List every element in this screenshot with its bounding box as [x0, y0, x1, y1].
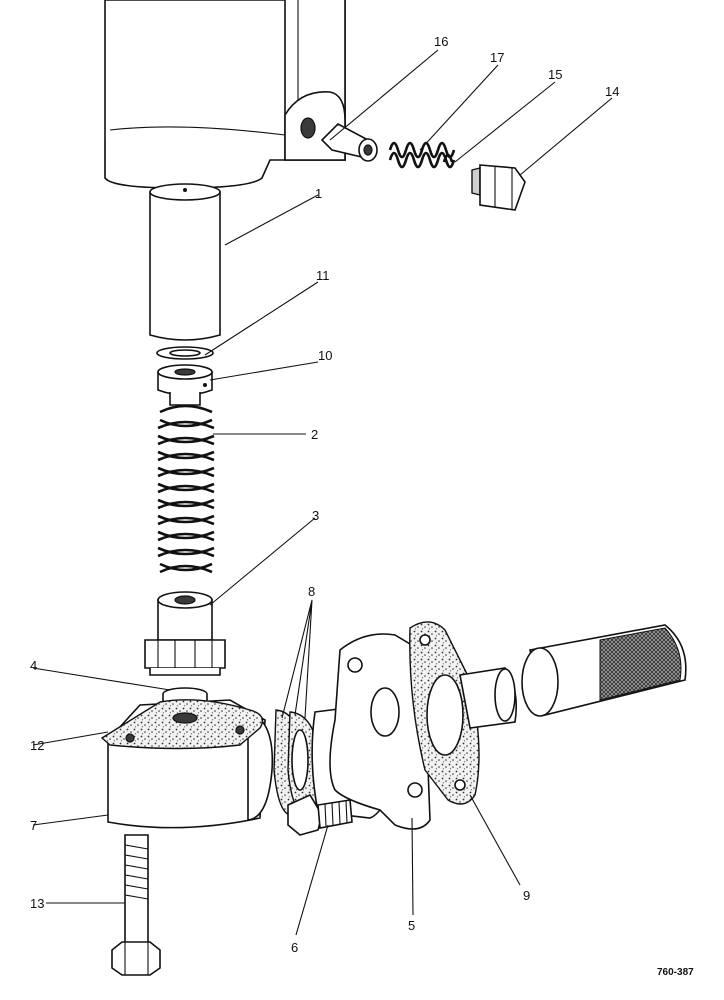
part-13-long-bolt [111, 834, 161, 976]
callout-16: 16 [434, 34, 448, 49]
part-1-cylinder [149, 183, 221, 341]
figure-number: 760-387 [657, 967, 694, 978]
callout-5: 5 [408, 918, 415, 933]
part-16-plunger [320, 123, 378, 162]
callout-1: 1 [315, 186, 322, 201]
part-2-spring [157, 404, 215, 574]
pump-housing [104, 0, 346, 189]
strainer-tube [459, 624, 687, 729]
callout-17: 17 [490, 50, 504, 65]
callout-14: 14 [605, 84, 619, 99]
part-15-spring-end [442, 153, 454, 163]
callout-labels: 1 2 3 4 5 6 7 8 9 10 11 12 13 14 15 16 1… [30, 34, 619, 955]
callout-13: 13 [30, 896, 44, 911]
callout-11: 11 [316, 268, 330, 283]
leader-lines [32, 49, 613, 936]
callout-4: 4 [30, 658, 37, 673]
part-14-plug [471, 164, 526, 211]
part-10-retainer [157, 364, 213, 406]
part-11-washer [156, 346, 214, 360]
part-17-spring [388, 141, 456, 169]
callout-3: 3 [312, 508, 319, 523]
part-3-valve-body [144, 591, 226, 676]
callout-8: 8 [308, 584, 315, 599]
callout-2: 2 [311, 427, 318, 442]
callout-15: 15 [548, 67, 562, 82]
part-12-gasket [100, 699, 264, 750]
callout-10: 10 [318, 348, 332, 363]
callout-7: 7 [30, 818, 37, 833]
part-6-bolt [287, 793, 353, 836]
callout-9: 9 [523, 888, 530, 903]
callout-6: 6 [291, 940, 298, 955]
callout-12: 12 [30, 738, 44, 753]
part-5-flange [311, 633, 431, 830]
part-9-flange-gasket [409, 621, 480, 805]
